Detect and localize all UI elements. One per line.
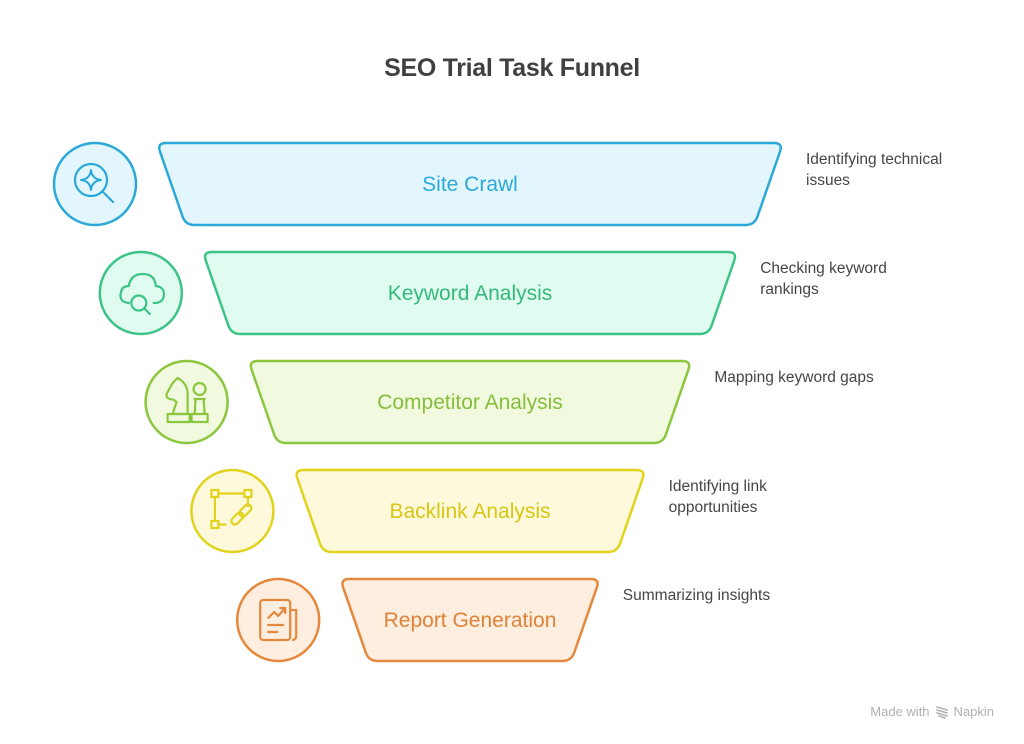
- stage-icon-badge: [190, 468, 275, 554]
- description-line: Identifying link: [668, 478, 767, 495]
- description-line: Summarizing insights: [622, 587, 771, 604]
- stage-label: Report Generation: [384, 609, 557, 632]
- description-line: Mapping keyword gaps: [714, 369, 874, 386]
- funnel-segment: [295, 468, 645, 554]
- funnel-segment: [157, 141, 783, 227]
- description-line: Checking keyword: [760, 260, 887, 277]
- funnel-segment: [249, 359, 691, 445]
- icon-circle: [235, 577, 321, 663]
- chess-pieces-icon: [165, 376, 209, 424]
- cloud-search-icon: [119, 272, 165, 316]
- funnel-stage-site-crawl: Site Crawl: [52, 141, 783, 227]
- funnel-stage-report-generation: Report Generation: [235, 577, 599, 663]
- description-line: opportunities: [668, 499, 758, 516]
- funnel-stage-keyword-analysis: Keyword Analysis: [98, 250, 737, 336]
- napkin-logo-icon: [935, 705, 948, 719]
- link-nodes-icon: [210, 488, 253, 530]
- stage-description: Identifying link opportunities: [669, 476, 767, 518]
- description-line: issues: [806, 172, 850, 189]
- stage-icon-badge: [144, 359, 229, 445]
- stage-description: Checking keyword rankings: [760, 258, 887, 300]
- stage-description: Mapping keyword gaps: [714, 367, 873, 388]
- stage-icon-badge: [98, 250, 184, 336]
- funnel-segment: [341, 577, 599, 663]
- search-sparkle-icon: [73, 162, 115, 204]
- stage-label: Backlink Analysis: [389, 500, 550, 523]
- description-line: Identifying technical: [806, 151, 943, 168]
- stage-label: Site Crawl: [422, 173, 518, 196]
- description-line: rankings: [760, 281, 819, 298]
- stage-label: Competitor Analysis: [377, 391, 563, 414]
- funnel-stage-backlink-analysis: Backlink Analysis: [190, 468, 645, 554]
- icon-circle: [98, 250, 184, 336]
- stage-description: Summarizing insights: [623, 585, 770, 606]
- stage-description: Identifying technical issues: [806, 149, 942, 191]
- stage-label: Keyword Analysis: [388, 282, 553, 305]
- funnel-stage-competitor-analysis: Competitor Analysis: [144, 359, 691, 445]
- stage-icon-badge: [52, 141, 138, 227]
- icon-circle: [190, 468, 275, 554]
- credit-brand: Napkin: [953, 704, 994, 719]
- funnel-segment: [203, 250, 737, 336]
- diagram-title: SEO Trial Task Funnel: [384, 54, 640, 82]
- stage-icon-badge: [235, 577, 321, 663]
- credit-prefix: Made with: [870, 704, 930, 719]
- made-with-napkin-credit: Made with Napkin: [870, 704, 994, 719]
- icon-circle: [52, 141, 138, 227]
- report-chart-icon: [259, 598, 298, 642]
